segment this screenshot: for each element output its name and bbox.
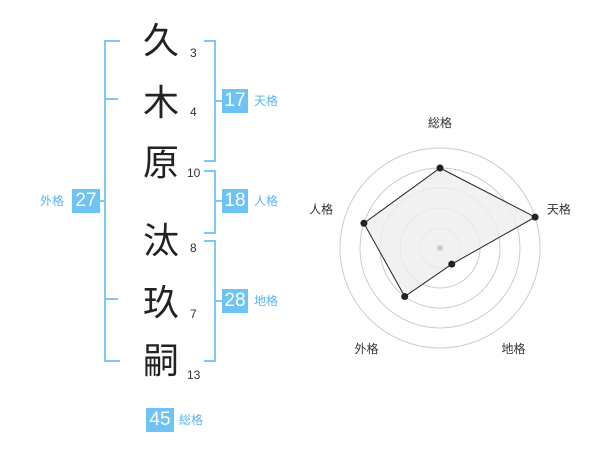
radar-point	[360, 219, 368, 227]
name-char-5: 玖	[142, 283, 179, 324]
bracket-tick	[104, 98, 118, 100]
gaikaku-badge: 27	[72, 189, 100, 213]
name-char-4: 汰	[142, 221, 179, 262]
gaikaku-label: 外格	[40, 194, 65, 208]
bracket-connector	[214, 100, 222, 102]
radar-point	[436, 164, 444, 172]
radar-axis-label: 人格	[309, 201, 333, 216]
stroke-count-2: 4	[190, 105, 197, 119]
bracket-tick	[104, 298, 118, 300]
radar-point	[448, 260, 456, 268]
chikaku-badge: 28	[222, 289, 248, 313]
jinkaku-bracket	[204, 170, 216, 234]
tenkaku-badge: 17	[222, 89, 248, 113]
tenkaku-label: 天格	[254, 94, 279, 108]
chikaku-label: 地格	[254, 294, 279, 308]
bracket-connector	[214, 300, 222, 302]
name-char-3: 原	[142, 143, 179, 184]
name-char-6: 嗣	[142, 341, 179, 382]
radar-axis-label: 天格	[547, 201, 571, 216]
name-char-1: 久	[142, 21, 179, 62]
stroke-count-3: 10	[187, 166, 201, 180]
radar-axis-label: 外格	[355, 341, 379, 356]
stroke-count-6: 13	[187, 368, 201, 382]
radar-area	[363, 167, 537, 298]
stroke-count-5: 7	[190, 307, 197, 321]
bracket-connector	[214, 200, 222, 202]
gaikaku-bracket	[104, 40, 120, 362]
radar-axis-label: 総格	[428, 115, 452, 130]
jinkaku-badge: 18	[222, 189, 248, 213]
radar-points	[360, 164, 539, 301]
soukaku-badge: 45	[146, 408, 174, 432]
stroke-count-4: 8	[190, 241, 197, 255]
soukaku-label: 総格	[179, 413, 204, 427]
radar-point	[401, 293, 409, 301]
radar-center	[437, 245, 443, 251]
jinkaku-label: 人格	[254, 194, 279, 208]
stroke-count-1: 3	[190, 46, 197, 60]
radar-axis-label: 地格	[501, 341, 525, 356]
name-char-2: 木	[142, 83, 179, 124]
radar-point	[531, 213, 539, 221]
